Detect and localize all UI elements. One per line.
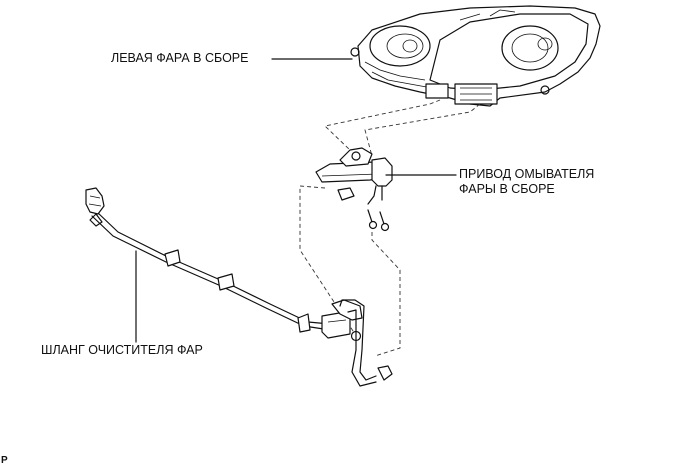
dashed-link-headlamp-2 bbox=[364, 103, 481, 157]
headlamp-label: ЛЕВАЯ ФАРА В СБОРЕ bbox=[111, 51, 249, 65]
actuator-label-line1: ПРИВОД ОМЫВАТЕЛЯ bbox=[459, 167, 595, 181]
bolt-2 bbox=[379, 211, 390, 232]
actuator-label-line2: ФАРЫ В СБОРЕ bbox=[459, 182, 555, 196]
bolt-1 bbox=[367, 209, 378, 230]
hose-label: ШЛАНГ ОЧИСТИТЕЛЯ ФАР bbox=[41, 343, 203, 357]
dashed-link-actuator-1 bbox=[299, 185, 356, 335]
corner-code: P bbox=[1, 455, 8, 466]
dashed-link-headlamp-1 bbox=[324, 99, 441, 153]
actuator-label: ПРИВОД ОМЫВАТЕЛЯ ФАРЫ В СБОРЕ bbox=[459, 167, 594, 197]
headlamp-assembly bbox=[350, 5, 601, 107]
dashed-link-actuator-2 bbox=[371, 232, 401, 357]
cleaner-hose bbox=[85, 187, 393, 387]
washer-actuator bbox=[315, 147, 393, 232]
